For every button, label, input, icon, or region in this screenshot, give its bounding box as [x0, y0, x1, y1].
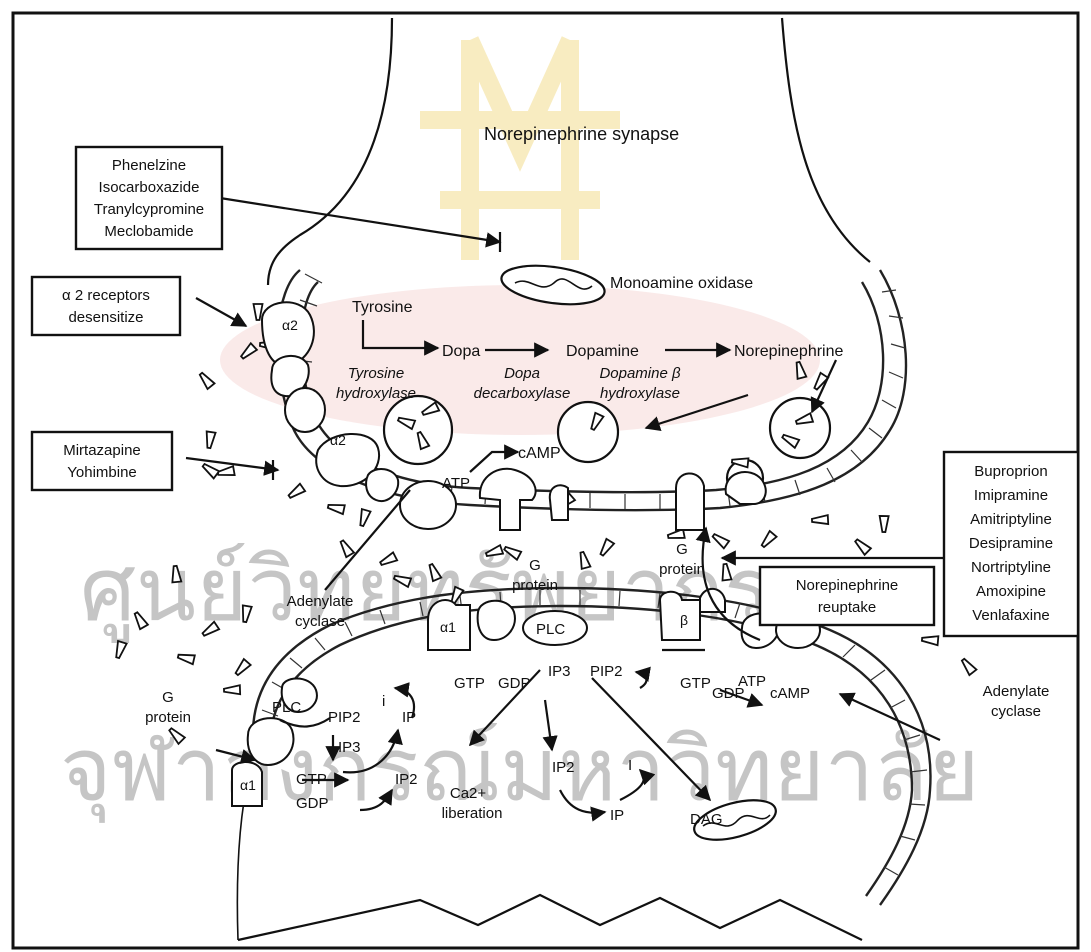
- norepinephrine-molecule: [879, 516, 888, 532]
- mao-drug: Tranylcypromine: [94, 201, 204, 218]
- label-plc-left: PLC: [272, 699, 301, 716]
- label-camp: cAMP: [518, 445, 561, 462]
- svg-text:i: i: [382, 693, 385, 710]
- mao-inhibitor-box: PhenelzineIsocarboxazideTranylcypromineM…: [76, 147, 222, 249]
- label-alpha1-upper: α1: [440, 619, 456, 635]
- norepinephrine-molecule: [113, 641, 126, 659]
- svg-text:cAMP: cAMP: [770, 685, 810, 702]
- norepinephrine-molecule: [254, 304, 263, 320]
- norepinephrine-molecule: [327, 502, 345, 514]
- label-alpha2-upper: α2: [282, 317, 298, 333]
- svg-text:GDP: GDP: [296, 795, 329, 812]
- label-tyrosine: Tyrosine: [352, 299, 413, 316]
- svg-text:Adenylatecyclase: Adenylatecyclase: [983, 683, 1050, 720]
- svg-text:GTP: GTP: [680, 675, 711, 692]
- svg-text:IP2: IP2: [395, 771, 418, 788]
- label-dopamine: Dopamine: [566, 343, 639, 360]
- norepinephrine-molecule: [201, 462, 219, 479]
- label-alpha2-lower: α2: [330, 432, 346, 448]
- svg-text:BuproprionImipramineAmitriptyl: BuproprionImipramineAmitriptylineDesipra…: [969, 463, 1053, 624]
- mao-drug: Isocarboxazide: [99, 179, 200, 196]
- norepinephrine-molecule: [287, 484, 305, 501]
- svg-text:DAG: DAG: [690, 811, 723, 828]
- norepinephrine-molecule: [960, 657, 977, 675]
- label-mao: Monoamine oxidase: [610, 275, 753, 292]
- mao-drug: Meclobamide: [104, 223, 193, 240]
- mirtazapine-box: MirtazapineYohimbine: [32, 432, 172, 490]
- label-norepinephrine: Norepinephrine: [734, 343, 844, 360]
- norepinephrine-molecule: [177, 652, 195, 664]
- svg-text:PIP2: PIP2: [328, 709, 361, 726]
- norepinephrine-reuptake-box: Norepinephrinereuptake: [760, 567, 934, 625]
- svg-text:IP2: IP2: [552, 759, 575, 776]
- label-alpha1-lower: α1: [240, 777, 256, 793]
- norepinephrine-molecule: [357, 509, 370, 527]
- norepinephrine-molecule: [197, 371, 214, 389]
- label-beta: β: [680, 612, 688, 628]
- svg-text:I: I: [628, 757, 632, 774]
- svg-text:GTP: GTP: [296, 771, 327, 788]
- svg-text:IP: IP: [402, 709, 416, 726]
- alpha2-desensitize-box: α 2 receptorsdesensitize: [32, 277, 180, 335]
- svg-text:IP3: IP3: [548, 663, 571, 680]
- norepinephrine-molecule: [224, 685, 240, 695]
- svg-text:GTP: GTP: [454, 675, 485, 692]
- svg-text:GDP: GDP: [498, 675, 531, 692]
- svg-text:จุฬาลงกรณ์มหาวิทยาลัย: จุฬาลงกรณ์มหาวิทยาลัย: [60, 720, 980, 823]
- svg-text:Gprotein: Gprotein: [145, 689, 191, 726]
- svg-text:PIP2: PIP2: [590, 663, 623, 680]
- norepinephrine-molecule: [922, 635, 939, 645]
- mao-drug: Phenelzine: [112, 157, 186, 174]
- norepinephrine-molecule: [217, 466, 234, 478]
- norepinephrine-molecule: [853, 537, 871, 555]
- svg-text:IP3: IP3: [338, 739, 361, 756]
- svg-text:ATP: ATP: [738, 673, 766, 690]
- diagram-title: Norepinephrine synapse: [484, 124, 679, 144]
- svg-text:IP: IP: [610, 807, 624, 824]
- label-atp: ATP: [442, 475, 470, 492]
- norepinephrine-molecule: [204, 431, 215, 448]
- norepinephrine-molecule: [233, 659, 250, 677]
- norepinephrine-molecule: [812, 515, 828, 525]
- reuptake-inhibitor-box: BuproprionImipramineAmitriptylineDesipra…: [944, 452, 1078, 636]
- label-dopa: Dopa: [442, 343, 480, 360]
- label-plc-mid: PLC: [536, 621, 565, 638]
